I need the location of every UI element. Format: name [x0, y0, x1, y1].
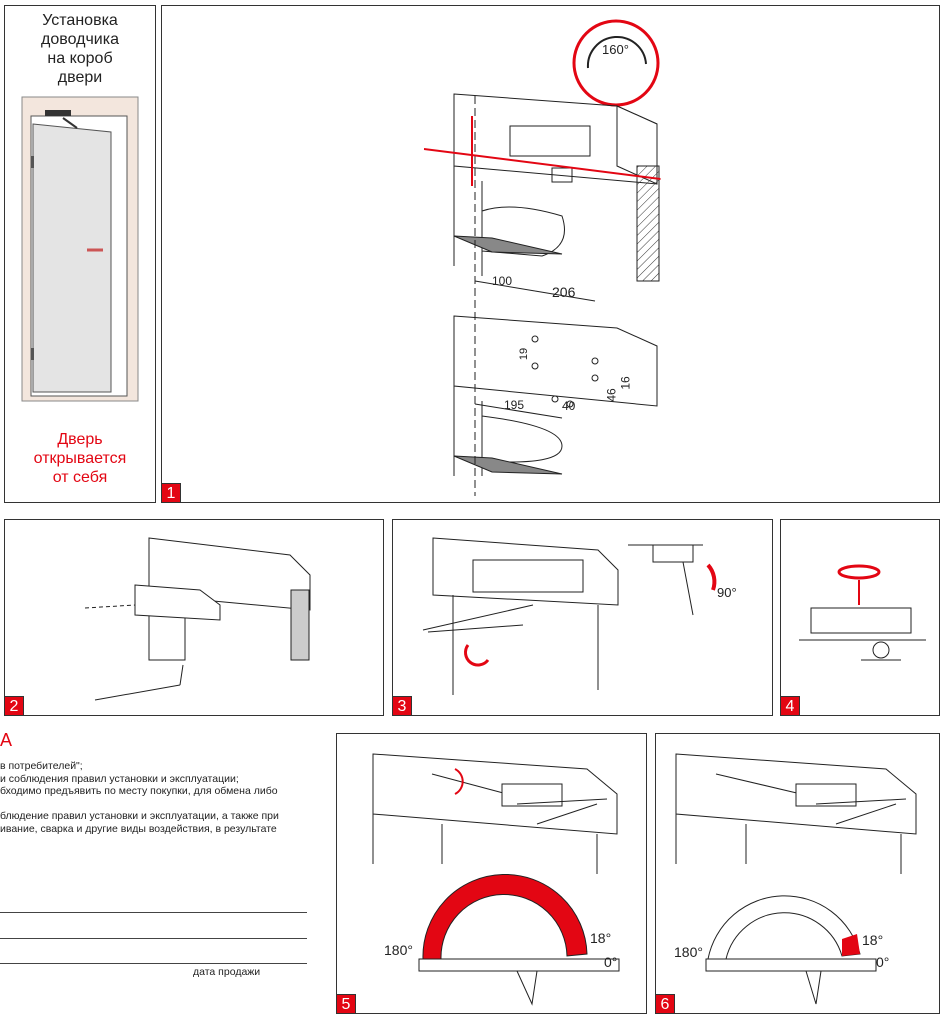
speed-adjust-diagram: [372, 753, 620, 1006]
step-number: 1: [161, 483, 181, 503]
warranty-heading: А: [0, 730, 13, 750]
sale-date-label: дата продажи: [193, 966, 261, 978]
adjust-diagram: [799, 564, 926, 661]
arm-angle: 90°: [717, 585, 737, 600]
dim-40: 40: [562, 399, 576, 413]
warranty-line: в потребителей";: [0, 760, 83, 772]
step-number: 3: [392, 696, 412, 716]
note-line: Дверь: [57, 431, 103, 448]
opening-angle: 160°: [602, 42, 629, 57]
note-line: открывается: [33, 450, 127, 467]
dim-16: 16: [618, 376, 633, 390]
angle-18: 18°: [590, 930, 612, 946]
warranty-line: блюдение правил установки и эксплуатации…: [0, 810, 279, 822]
angle-0: 0°: [604, 954, 618, 970]
mounting-diagram: [423, 19, 661, 496]
form-line: [0, 912, 307, 913]
door-install-panel: Установка доводчика на короб двери Дверь…: [4, 5, 156, 503]
step-5-panel: 180° 18° 0° 5: [336, 733, 647, 1014]
step-1-panel: 160° 100 206 19 195 40 46 16 1: [161, 5, 940, 503]
warranty-line: ивание, сварка и другие виды воздействия…: [0, 822, 277, 835]
form-line: [0, 963, 307, 964]
opening-note: Дверь открывается от себя: [5, 430, 155, 487]
warranty-line: и соблюдения правил установки и эксплуат…: [0, 772, 239, 785]
step-number: 5: [336, 994, 356, 1014]
warranty-line: [0, 798, 279, 811]
step-number: 4: [780, 696, 800, 716]
step-number: 2: [4, 696, 24, 716]
closer-mount-diagram: [84, 537, 311, 701]
dim-100: 100: [492, 274, 513, 288]
dim-206: 206: [552, 284, 576, 300]
angle-180: 180°: [384, 942, 413, 958]
step-number: 6: [655, 994, 675, 1014]
dim-46: 46: [604, 388, 619, 402]
arm-install-diagram: [422, 537, 717, 695]
warranty-text: в потребителей"; и соблюдения правил уст…: [0, 760, 279, 835]
warranty-line: бходимо предъявить по месту покупки, для…: [0, 785, 278, 797]
step-3-panel: 90° 3: [392, 519, 773, 716]
angle-0: 0°: [876, 954, 890, 970]
form-line: [0, 938, 307, 939]
title-line: двери: [57, 69, 103, 86]
angle-18: 18°: [862, 932, 884, 948]
note-line: от себя: [52, 469, 108, 486]
dim-19: 19: [518, 347, 531, 361]
angle-180: 180°: [674, 944, 703, 960]
title-line: доводчика: [41, 31, 119, 48]
dim-195: 195: [504, 398, 525, 412]
step-2-panel: 2: [4, 519, 384, 716]
latch-adjust-diagram: [675, 753, 917, 1005]
step-4-panel: 4: [780, 519, 940, 716]
title-line: Установка: [42, 12, 118, 29]
title-line: на короб: [47, 50, 113, 67]
step-6-panel: 180° 18° 0° 6: [655, 733, 940, 1014]
panel-title: Установка доводчика на короб двери: [5, 11, 155, 87]
door-illustration: [21, 96, 139, 402]
